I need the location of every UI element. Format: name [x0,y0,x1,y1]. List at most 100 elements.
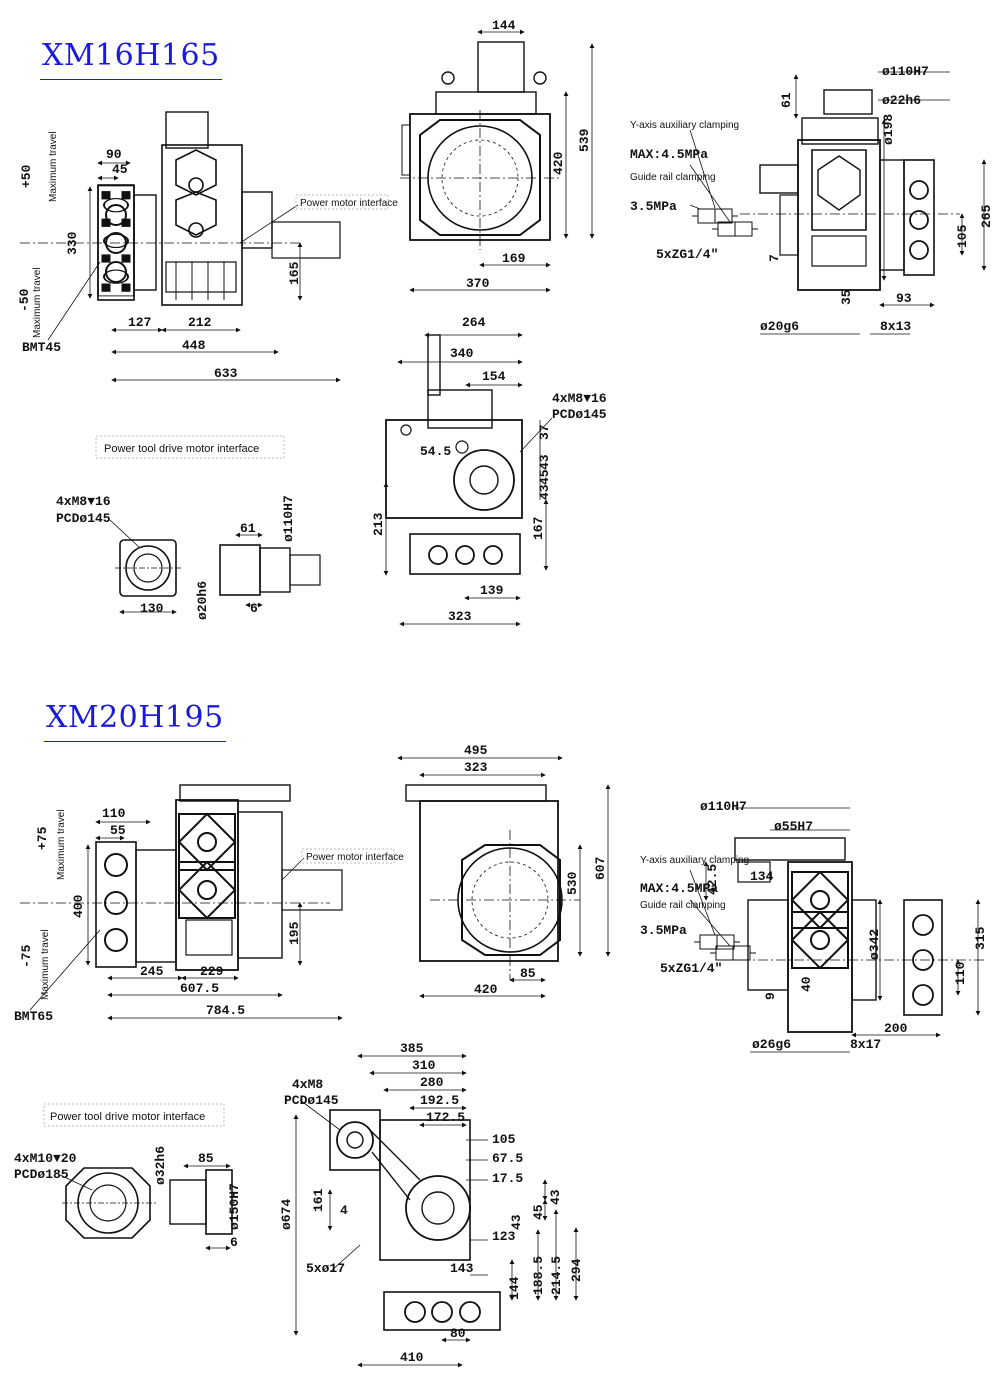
xm20-side-dims: 110 55 +75 400 -75 BMT65 245 229 607.5 7… [14,806,404,1024]
dim-xm20-right-0: ø110H7 [700,799,747,814]
dim-xm20-side-9: 784.5 [206,1003,245,1018]
dim-xm16-top-3: 4xM8▼16 [552,391,607,406]
dim-xm16-iface-1: PCDø145 [56,511,111,526]
dim-xm16-iface-4: ø110H7 [281,495,296,542]
label-max-travel-upper-xm20: Maximum travel [56,809,67,880]
dim-xm16-top-0: 264 [462,315,486,330]
xm20-front-dims: 495 323 530 607 85 420 [464,743,608,997]
dim-xm16-right-9: 7 [767,254,782,262]
xm16-front-dims: 144 539 420 169 370 [466,18,592,291]
dim-xm16-right-3: ø198 [881,114,896,145]
dim-xm20-top-18: 5xø17 [306,1261,345,1276]
label-y-axis-aux-clamping-xm16: Y-axis auxiliary clamping [630,120,739,131]
dim-xm20-top-23: 80 [450,1326,466,1341]
dim-xm20-right-10: 9 [763,992,778,1000]
dim-xm16-top-6: 54.5 [420,444,451,459]
dim-xm16-top-13: 323 [448,609,472,624]
dim-xm20-right-4: MAX:4.5MPa [640,881,718,896]
dim-xm20-right-13: ø26g6 [752,1037,791,1052]
dim-xm16-top-10: 213 [371,512,386,536]
model-title-xm16h165: XM16H165 [40,38,222,80]
dim-xm20-side-4: -75 [19,944,34,968]
dim-xm20-top-19: 144 [507,1276,522,1300]
dim-xm20-top-2: 280 [420,1075,444,1090]
dim-xm16-side-3: 330 [65,231,80,255]
dim-xm20-top-22: 294 [569,1258,584,1282]
dim-xm16-side-10: 165 [287,261,302,285]
xm16-right-view [689,71,987,335]
xm20-right-dims: ø110H7 ø55H7 134 42.5 Y-axis auxiliary c… [640,799,988,1052]
dim-xm20-side-8: 607.5 [180,981,219,996]
dim-xm20-front-1: 323 [464,760,488,775]
dim-xm20-iface-0: 4xM10▼20 [14,1151,77,1166]
dim-xm20-top-14: 45 [531,1204,546,1220]
dim-xm16-right-6: 5xZG1/4" [656,247,718,262]
dim-xm20-right-6: 5xZG1/4" [660,961,722,976]
xm16-front-view [400,29,595,293]
dim-xm20-side-0: 110 [102,806,126,821]
dim-xm16-iface-0: 4xM8▼16 [56,494,111,509]
dim-xm20-top-16: 123 [492,1229,516,1244]
xm20-top-view [293,1053,579,1368]
dim-xm20-iface-2: 85 [198,1151,214,1166]
dim-xm20-side-7: 229 [200,964,224,979]
dim-xm20-top-10: 161 [311,1188,326,1212]
dim-xm16-top-2: 154 [482,369,506,384]
dim-xm16-side-1: 90 [106,147,122,162]
dim-xm20-top-15: 43 [509,1214,524,1230]
dim-xm16-side-5: BMT45 [22,340,61,355]
dim-xm16-top-4: PCDø145 [552,407,607,422]
dim-xm16-right-7: 265 [979,204,994,228]
dim-xm16-right-1: ø110H7 [882,64,929,79]
dim-xm16-right-13: 8x13 [880,319,911,334]
dim-xm20-side-6: 245 [140,964,164,979]
dim-xm16-right-8: 105 [955,224,970,248]
label-max-travel-lower: Maximum travel [32,267,43,338]
label-guide-rail-clamping-xm16: Guide rail clamping [630,172,716,183]
dim-xm16-right-11: 93 [896,291,912,306]
dim-xm16-front-1: 539 [577,128,592,152]
dim-xm16-front-4: 370 [466,276,490,291]
dim-xm16-iface-2: 130 [140,601,164,616]
label-y-axis-aux-clamping-xm20: Y-axis auxiliary clamping [640,855,749,866]
xm16-top-dims: 264 340 154 4xM8▼16 PCDø145 37 54.5 43 4… [371,315,607,624]
dim-xm20-side-5: BMT65 [14,1009,53,1024]
dim-xm20-top-24: 410 [400,1350,424,1365]
dim-xm20-top-1: 310 [412,1058,436,1073]
dim-xm16-side-7: 212 [188,315,212,330]
dim-xm20-iface-4: ø150H7 [227,1183,242,1230]
dim-xm16-front-2: 420 [551,151,566,175]
dim-xm16-right-5: 3.5MPa [630,199,677,214]
dim-xm20-iface-3: ø32h6 [153,1146,168,1185]
dim-xm20-top-12: ø674 [279,1199,294,1230]
xm16-side-dims: 90 45 +50 330 -50 BMT45 127 212 448 633 … [17,131,398,381]
dim-xm20-right-8: 315 [973,926,988,950]
dim-xm20-right-14: 8x17 [850,1037,881,1052]
dim-xm20-top-13: 43 [548,1189,563,1205]
dim-xm20-front-4: 85 [520,966,536,981]
dim-xm16-right-2: ø22h6 [882,93,921,108]
dim-xm16-side-2: 45 [112,162,128,177]
dim-xm20-front-3: 607 [593,857,608,880]
dim-xm20-right-11: 40 [799,976,814,992]
label-guide-rail-clamping-xm20: Guide rail clamping [640,900,726,911]
dim-xm20-right-3: 42.5 [705,864,720,895]
dim-xm16-top-1: 340 [450,346,474,361]
xm20-front-view [397,755,611,999]
dim-xm16-right-12: ø20g6 [760,319,799,334]
label-power-motor-interface-xm20: Power motor interface [306,852,404,863]
label-max-travel-lower-xm20: Maximum travel [40,929,51,1000]
dim-xm16-top-9: 43 [537,484,552,500]
dim-xm20-side-10: 195 [287,921,302,945]
dim-xm20-iface-5: 6 [230,1235,238,1250]
xm20-interface-detail [43,1103,233,1251]
dim-xm16-right-0: 61 [779,92,794,108]
dim-xm16-side-8: 448 [182,338,206,353]
dim-xm16-right-4: MAX:4.5MPa [630,147,708,162]
dim-xm20-front-2: 530 [565,871,580,895]
dim-xm16-iface-3: 61 [240,521,256,536]
dim-xm20-top-9: PCDø145 [284,1093,339,1108]
dim-xm20-right-5: 3.5MPa [640,923,687,938]
dim-xm16-iface-5: ø20h6 [195,581,210,620]
